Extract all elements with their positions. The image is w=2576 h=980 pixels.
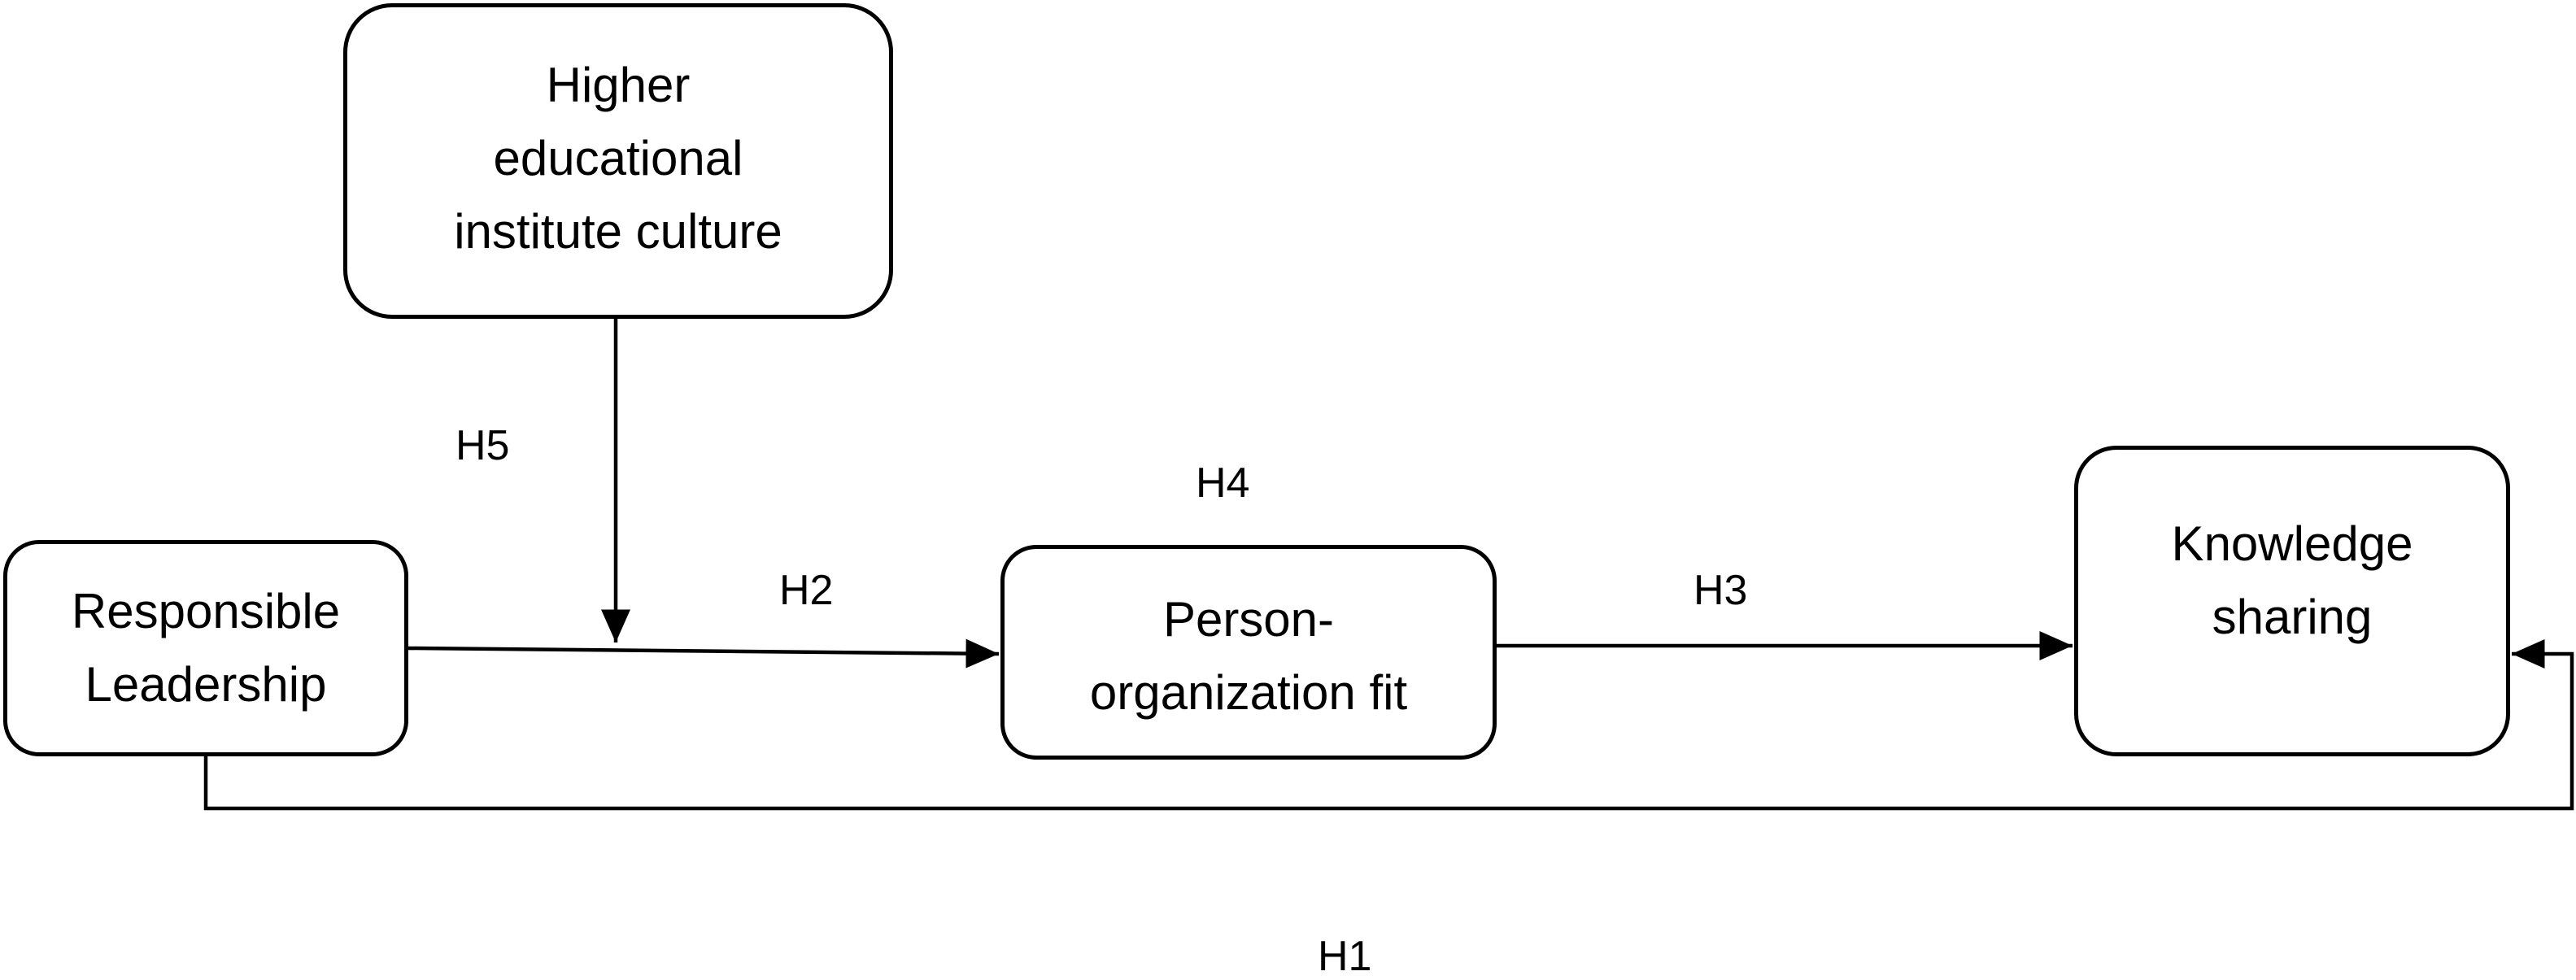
node-label: Responsible Leadership <box>71 584 341 712</box>
node-label: Person- organization fit <box>1089 592 1408 720</box>
hypothesis-label-h3: H3 <box>1693 567 1748 614</box>
arrow-rl-to-pof <box>408 638 1000 669</box>
node-responsible-leadership: Responsible Leadership <box>3 540 408 756</box>
node-label: Higher educational institute culture <box>454 58 782 259</box>
hypothesis-label-h5: H5 <box>455 422 510 469</box>
arrow-rl-to-ks-direct <box>203 639 2574 811</box>
node-label: Knowledge sharing <box>2171 516 2413 644</box>
hypothesis-label-h4: H4 <box>1196 460 1250 507</box>
hypothesis-label-h2: H2 <box>779 567 834 614</box>
node-knowledge-sharing: Knowledge sharing <box>2074 446 2510 756</box>
node-person-organization-fit: Person- organization fit <box>1000 545 1497 760</box>
hypothesis-label-h1: H1 <box>1318 933 1372 980</box>
node-higher-educational-institute-culture: Higher educational institute culture <box>343 3 893 319</box>
